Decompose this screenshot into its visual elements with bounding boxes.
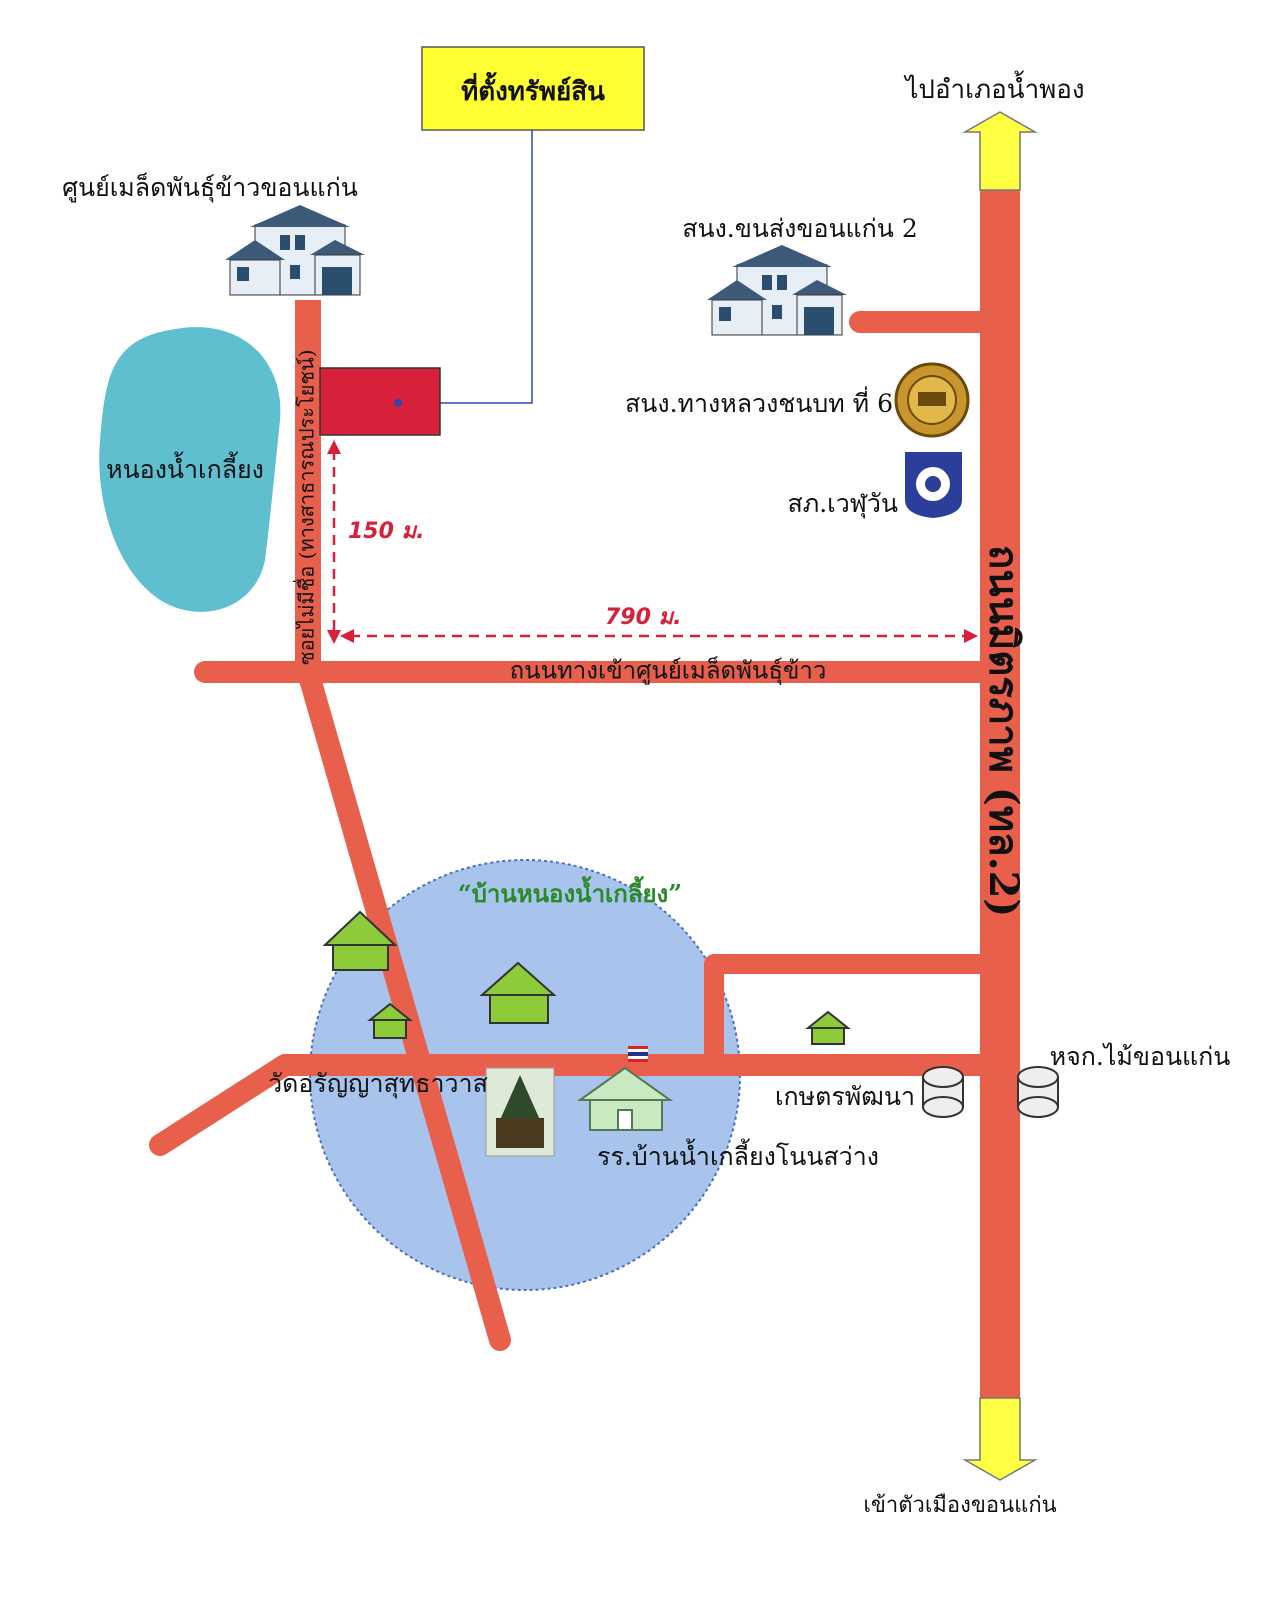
property-dot xyxy=(394,399,402,407)
village-houses-icon xyxy=(322,910,851,1045)
rural-roads-office-label: สนง.ทางหลวงชนบท ที่ 6 xyxy=(625,386,893,418)
police-emblem-icon xyxy=(905,452,962,518)
title-label: ที่ตั้งทรัพย์สิน xyxy=(461,71,605,107)
dim-arrow-up-icon xyxy=(327,440,341,454)
rural-roads-emblem-icon xyxy=(894,362,970,438)
dim-arrow-right-icon xyxy=(964,629,978,643)
police-station-label: สภ.เวฬุวัน xyxy=(788,489,899,519)
kaset-pattana-label: เกษตรพัฒนา xyxy=(775,1082,915,1111)
pond-label: หนองน้ำเกลี้ยง xyxy=(106,451,264,484)
distance-horizontal: 790 ม. xyxy=(605,605,681,630)
rice-seed-center-building-icon xyxy=(225,205,365,296)
temple-label: วัดอรัญญาสุทธาวาส xyxy=(268,1069,488,1099)
diagonal-road xyxy=(297,661,511,1351)
dimension-lines xyxy=(332,450,970,640)
roads xyxy=(149,185,1020,1400)
property-marker xyxy=(319,367,441,436)
north-arrow-icon xyxy=(962,111,1038,191)
village-road xyxy=(149,1054,996,1156)
south-arrow-icon xyxy=(962,1397,1038,1481)
kaset-pattana-marker-icon xyxy=(922,1066,964,1118)
pond-shape xyxy=(99,327,281,612)
transport-office-label: สนง.ขนส่งขอนแก่น 2 xyxy=(682,214,918,243)
dim-arrow-down-icon xyxy=(327,630,341,644)
transport-office-building-icon xyxy=(707,245,847,336)
thai-flag-icon xyxy=(628,1046,648,1062)
dim-arrow-left-icon xyxy=(340,629,354,643)
side-soi-label: ซอยไม่มีชื่อ (ทางสาธารณประโยชน์) xyxy=(293,349,319,665)
rice-seed-center-label: ศูนย์เมล็ดพันธุ์ข้าวขอนแก่น xyxy=(62,172,358,203)
timber-company-label: หจก.ไม้ขอนแก่น xyxy=(1050,1042,1231,1071)
title-box xyxy=(421,46,645,131)
temple-icon xyxy=(485,1067,555,1157)
leader-line xyxy=(398,130,533,404)
village-label: “บ้านหนองน้ำเกลี้ยง” xyxy=(458,875,682,908)
school-icon xyxy=(576,1066,674,1131)
distance-vertical: 150 ม. xyxy=(348,519,424,544)
school-label: รร.บ้านน้ำเกลี้ยงโนนสว่าง xyxy=(597,1138,879,1171)
north-direction-label: ไปอำเภอน้ำพอง xyxy=(903,70,1084,105)
highway-label: ถนนมิตรภาพ (ทล.2) xyxy=(980,545,1027,917)
timber-company-marker-icon xyxy=(1017,1066,1059,1118)
south-direction-label: เข้าตัวเมืองขอนแก่น xyxy=(863,1493,1056,1518)
access-road-label: ถนนทางเข้าศูนย์เมล็ดพันธุ์ข้าว xyxy=(510,656,827,686)
loop-road xyxy=(704,954,995,1065)
